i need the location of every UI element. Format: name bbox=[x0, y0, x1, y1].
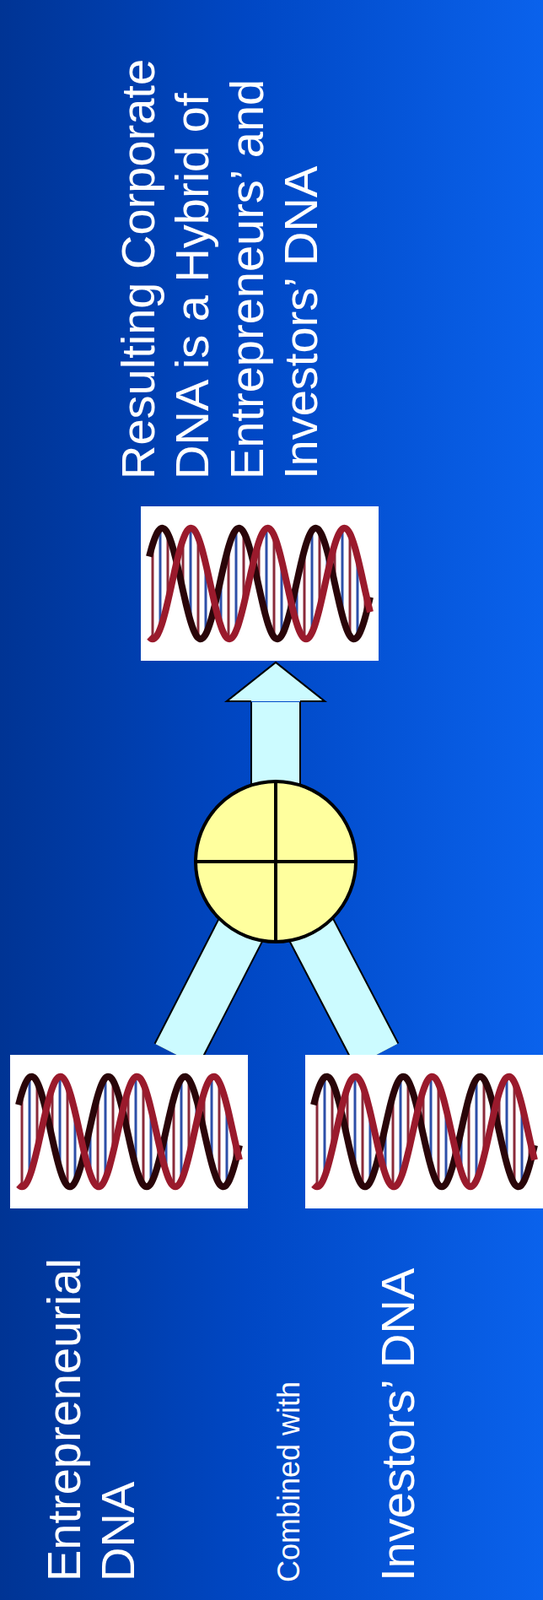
connector-label: Combined with bbox=[271, 1327, 307, 1581]
dna-rung bbox=[159, 528, 162, 630]
dna-box: Entrepreneurial DNA bbox=[10, 1053, 248, 1208]
dna-strand bbox=[18, 1075, 240, 1187]
dna-rung bbox=[361, 1084, 365, 1185]
dna-rung bbox=[104, 1076, 108, 1178]
dna-strand bbox=[313, 1075, 535, 1187]
dna-strand bbox=[313, 1075, 535, 1187]
dna-helix bbox=[140, 505, 379, 661]
arrow-head bbox=[226, 661, 325, 701]
dna-rung bbox=[475, 1077, 479, 1180]
dna-illustrations bbox=[10, 505, 543, 1208]
dna-strand bbox=[18, 1075, 240, 1187]
dna-strand bbox=[149, 527, 371, 639]
combine-circle bbox=[195, 780, 356, 941]
dna-rung bbox=[235, 528, 238, 630]
combine-cross bbox=[274, 780, 278, 941]
dna-frame bbox=[305, 1053, 543, 1208]
node-text: Resulting Corporate DNA is a Hybrid of E… bbox=[111, 5, 329, 479]
dna-rung bbox=[437, 1082, 441, 1184]
dna-helix bbox=[10, 1053, 248, 1208]
dna-rung bbox=[399, 1076, 403, 1178]
node-text: Entrepreneurial DNA bbox=[37, 1224, 146, 1581]
dna-rung bbox=[273, 534, 276, 637]
dna-frame bbox=[10, 1053, 248, 1208]
dna-rung bbox=[180, 1077, 183, 1180]
dna-rung bbox=[311, 530, 314, 633]
dna-rung bbox=[316, 1091, 319, 1187]
arrow-head bbox=[226, 661, 325, 701]
dna-rung bbox=[151, 543, 155, 639]
dna-rung bbox=[21, 1091, 24, 1187]
dna-box: Investors’ DNA bbox=[305, 1053, 543, 1208]
dna-frame bbox=[140, 505, 379, 661]
dna-strand bbox=[149, 527, 371, 639]
dna-rung bbox=[142, 1082, 146, 1184]
dna-rung bbox=[323, 1075, 327, 1176]
dna-rung bbox=[28, 1075, 32, 1176]
dna-helix bbox=[305, 1053, 543, 1208]
dna-rung bbox=[218, 1080, 221, 1183]
dna-rung bbox=[66, 1084, 70, 1185]
dna-rung bbox=[513, 1080, 517, 1183]
dna-rung bbox=[349, 532, 352, 636]
node-text: Investors’ DNA bbox=[370, 1224, 425, 1581]
combine-symbol bbox=[195, 780, 356, 941]
dna-rung bbox=[197, 537, 200, 639]
dna-box: Resulting Corporate DNA is a Hybrid of E… bbox=[140, 505, 379, 661]
